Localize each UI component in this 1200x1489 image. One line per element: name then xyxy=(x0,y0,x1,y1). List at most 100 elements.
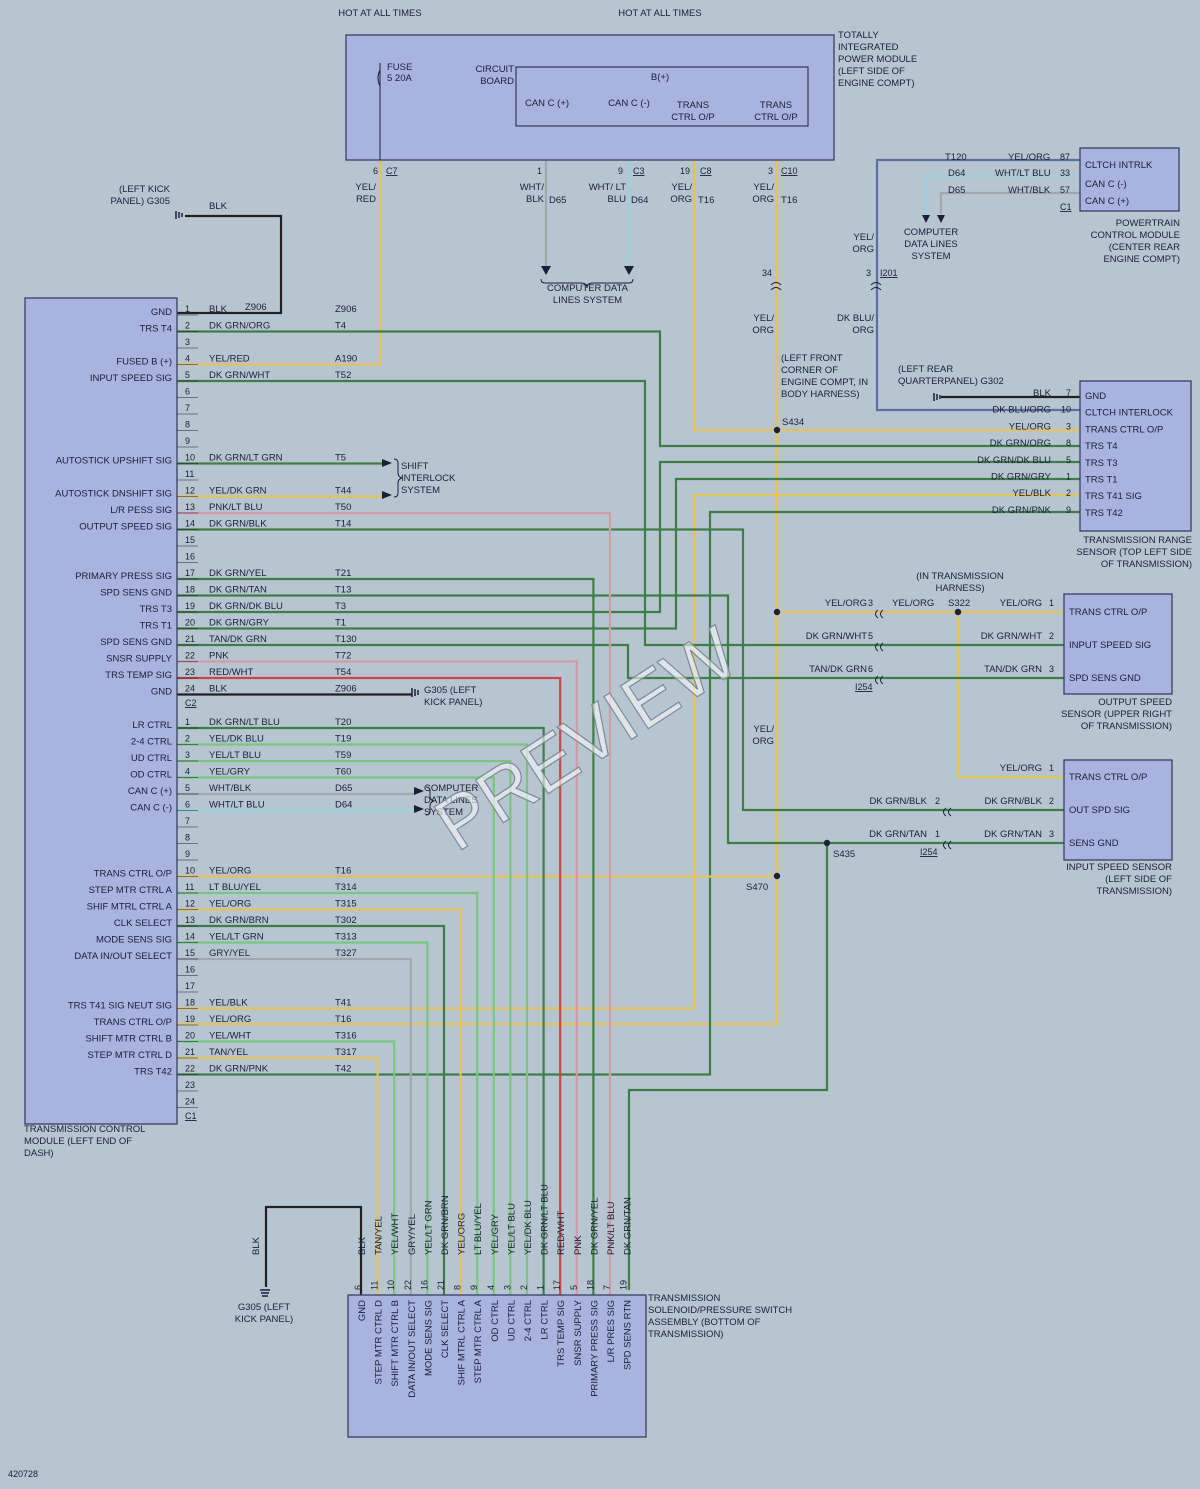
trs-wire-color: YEL/ORG xyxy=(1009,421,1051,432)
oss-harness-pin: 3 xyxy=(868,598,873,608)
pin-3-i201: 3 xyxy=(866,268,871,278)
splice-s435: S435 xyxy=(833,849,855,860)
iss-harness-pin: 2 xyxy=(935,796,940,806)
tcm-pin-number: 2 xyxy=(185,321,190,331)
solenoid-pin-number: 22 xyxy=(403,1280,413,1290)
tcm-circuit-id: T41 xyxy=(335,998,351,1009)
tcm-circuit-id: T317 xyxy=(335,1047,357,1058)
tcm-title-wrap: TRANSMISSION CONTROL MODULE (LEFT END OF… xyxy=(24,1124,145,1159)
wire-solenoid-1 xyxy=(177,726,545,1295)
tcm-pin-number: 5 xyxy=(185,370,190,380)
tcm-pin-label: SPD SENS GND xyxy=(100,637,172,648)
shift-interlock-label: SHIFT INTERLOCK SYSTEM xyxy=(401,461,456,496)
tipm-title-wrap: TOTALLY INTEGRATED POWER MODULE (LEFT SI… xyxy=(838,30,918,89)
solenoid-pin-label: STEP MTR CTRL D xyxy=(374,1300,385,1385)
tcm-circuit-id: T16 xyxy=(335,866,351,877)
solenoid-pin-number: 7 xyxy=(602,1285,612,1290)
solenoid-pin-number: 19 xyxy=(619,1280,629,1290)
oss-title-wrap: OUTPUT SPEED SENSOR (UPPER RIGHT OF TRAN… xyxy=(1061,697,1172,732)
oss-title: OUTPUT SPEED SENSOR (UPPER RIGHT OF TRAN… xyxy=(1061,697,1172,732)
pcm-module xyxy=(1079,147,1180,212)
pcm-wire-wht-blk: WHT/BLK xyxy=(1008,185,1051,196)
tipm-trans-ctrl-1: TRANS CTRL O/P xyxy=(671,100,715,123)
tcm-wire-color: DK GRN/LT GRN xyxy=(209,453,283,464)
cdl2-wrap: COMPUTER DATA LINES SYSTEM xyxy=(904,227,958,262)
trs-pin-number: 8 xyxy=(1066,438,1071,448)
tcm-pin-number: 1 xyxy=(185,717,190,727)
w-yel-red-wrap: YEL/ RED xyxy=(355,182,376,205)
solenoid-pin-label: UD CTRL xyxy=(506,1300,517,1341)
solenoid-pin-number: 9 xyxy=(469,1285,479,1290)
bracket xyxy=(425,786,435,816)
tcm-pin-label: SHIFT MTR CTRL B xyxy=(85,1034,172,1045)
wire-label-wht-blk: WHT/ BLK xyxy=(519,182,544,205)
splice-dot xyxy=(773,426,781,434)
tcm-pin-number: 14 xyxy=(185,932,195,942)
trs-wire-color: DK GRN/GRY xyxy=(991,472,1052,483)
b-plus-label: B(+) xyxy=(651,72,669,83)
tcm-circuit-id: A190 xyxy=(335,354,357,365)
pin-34: 34 xyxy=(762,268,772,278)
wires xyxy=(177,126,1080,1295)
tipm-trans-ctrl-2: TRANS CTRL O/P xyxy=(754,100,798,123)
tcm-circuit-id: T3 xyxy=(335,601,346,612)
wire-clutch-interlock xyxy=(875,158,1080,412)
ground-icon xyxy=(411,688,419,697)
solenoid-wire-color: RED/WHT xyxy=(556,1210,567,1255)
tcm-pin-number: 11 xyxy=(185,882,194,892)
tcm-pin-label: 2-4 CTRL xyxy=(131,737,172,748)
tcm-pin-number: 22 xyxy=(185,651,195,661)
figure-id: 420728 xyxy=(8,1469,38,1479)
oss-mid-wire: YEL/ORG xyxy=(892,598,934,609)
solenoid-wire-color: BLK xyxy=(357,1236,368,1255)
ground-icon xyxy=(933,393,941,401)
tcm-wire-color: DK GRN/PNK xyxy=(209,1064,269,1075)
solenoid-pin-label: LR CTRL xyxy=(540,1300,551,1340)
oss-harness-wire: DK GRN/WHT xyxy=(806,631,867,642)
trs-pin-label: TRS T3 xyxy=(1085,458,1118,469)
oss-pin-number: 2 xyxy=(1049,631,1054,641)
tcm-pin-number: 1 xyxy=(185,304,190,314)
iss-harness-wire: DK GRN/BLK xyxy=(869,796,927,807)
tcm-wire-color: WHT/LT BLU xyxy=(209,800,265,811)
tcm-pin-label: TRS T42 xyxy=(134,1067,172,1078)
g305-bottom-label: G305 (LEFT KICK PANEL) xyxy=(234,1302,294,1325)
wire-solenoid-gnd xyxy=(264,1205,363,1295)
w-yel-org-2-wrap: YEL/ ORG xyxy=(752,182,774,205)
arrow-icon xyxy=(414,787,424,795)
fuse-label: FUSE 5 20A xyxy=(387,62,413,84)
solenoid-wire-color: DK GRN/LT BLU xyxy=(540,1184,551,1255)
pcm-pin-label-clutch: CLTCH INTRLK xyxy=(1085,160,1153,171)
trs-wire-color: DK GRN/ORG xyxy=(990,438,1051,449)
tcm-pin-number: 6 xyxy=(185,800,190,810)
solenoid-wire-color: LT BLU/YEL xyxy=(473,1203,484,1255)
fuse-label-wrap: FUSE 5 20A xyxy=(387,62,413,84)
splice-dot xyxy=(823,839,831,847)
trs-wire-color: BLK xyxy=(1033,388,1052,399)
tcm-circuit-id: T54 xyxy=(335,667,351,678)
trs-pin-number: 7 xyxy=(1066,388,1071,398)
tcm-pin-label: TRANS CTRL O/P xyxy=(94,869,172,880)
solenoid-pin-label: CLK SELECT xyxy=(440,1300,451,1358)
tcm-pin-number: 24 xyxy=(185,684,195,694)
tipm-pin-1: 1 xyxy=(537,166,542,176)
bracket xyxy=(393,458,403,498)
splice-s470: S470 xyxy=(746,882,768,893)
tcm-wire-color: YEL/LT BLU xyxy=(209,750,261,761)
pcm-d65: D65 xyxy=(948,185,965,196)
tipm-pin-19: 19 xyxy=(680,166,690,176)
trs-wire-color: DK GRN/PNK xyxy=(992,505,1052,516)
tcm-circuit-id: T52 xyxy=(335,370,351,381)
tcm-circuit-id: D64 xyxy=(335,800,352,811)
solenoid-pin-label: STEP MTR CTRL A xyxy=(473,1299,484,1383)
solenoid-pin-label: 2-4 CTRL xyxy=(523,1300,534,1341)
bracket xyxy=(540,278,634,289)
connector-c10: C10 xyxy=(781,166,798,176)
tipm-title: TOTALLY INTEGRATED POWER MODULE (LEFT SI… xyxy=(838,30,918,89)
tipm-can-plus-wrap: CAN C (+) xyxy=(525,98,569,109)
s434-yelorg-wrap: YEL/ ORG xyxy=(752,313,774,336)
solenoid-pin-number: 6 xyxy=(353,1285,363,1290)
solenoid-wire-color: YEL/DK BLU xyxy=(523,1200,534,1255)
wire-trs-t41 xyxy=(177,493,1080,1010)
circuit-d64: D64 xyxy=(631,195,648,206)
